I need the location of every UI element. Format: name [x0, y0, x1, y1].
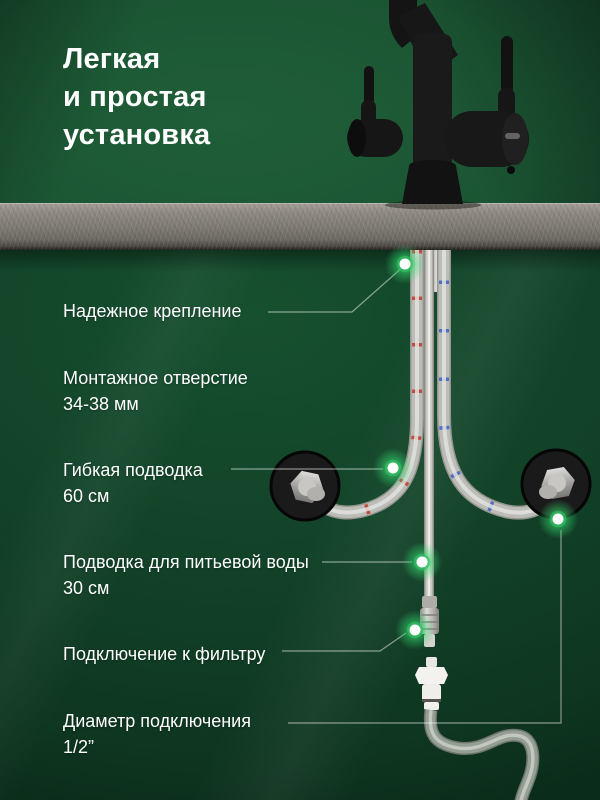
faucet-right-handle	[501, 36, 513, 94]
filter-hose	[423, 709, 540, 800]
callout-value: 34-38 мм	[63, 394, 139, 414]
indicator-dots	[373, 244, 578, 650]
callout-value: 30 см	[63, 578, 110, 598]
callout-connection-diameter: Диаметр подключения 1/2”	[63, 708, 251, 760]
callout-flexible-hose: Гибкая подводка 60 см	[63, 457, 203, 509]
countertop	[0, 203, 600, 250]
flexible-hose-hot	[306, 250, 424, 520]
callout-value: 60 см	[63, 486, 110, 506]
page-title-line-1: Легкая	[63, 43, 161, 75]
indicator-dot-mounting	[385, 244, 425, 284]
wall-outlet-left	[269, 450, 341, 522]
faucet-left-handle	[364, 66, 374, 106]
callout-line-mounting	[268, 265, 405, 313]
callout-mounting-hole: Монтажное отверстие 34-38 мм	[63, 365, 248, 417]
callout-drinking-water-hose: Подводка для питьевой воды 30 см	[63, 549, 309, 601]
faucet-base	[402, 160, 463, 204]
brand-logo	[505, 133, 520, 139]
indicator-dot-drinking-water	[402, 542, 442, 582]
faucet	[347, 0, 529, 204]
callout-label: Подводка для питьевой воды	[63, 552, 309, 572]
callout-secure-mounting: Надежное крепление	[63, 298, 242, 324]
indicator-dot-diameter	[538, 499, 578, 539]
callout-label: Монтажное отверстие	[63, 368, 248, 388]
indicator-dot-flexible-hose	[373, 448, 413, 488]
callout-label: Подключение к фильтру	[63, 644, 266, 664]
page-title-line-3: установка	[63, 119, 211, 151]
page-title-line-2: и простая	[63, 81, 207, 113]
indicator-dot-filter-connection	[395, 610, 435, 650]
callout-filter-connection: Подключение к фильтру	[63, 641, 265, 667]
page-title: Легкая и простая установка	[63, 40, 210, 154]
callout-label: Гибкая подводка	[63, 460, 203, 480]
wall-outlet-right	[520, 448, 592, 520]
callout-label: Надежное крепление	[63, 301, 242, 321]
callout-value: 1/2”	[63, 737, 95, 757]
callout-label: Диаметр подключения	[63, 711, 251, 731]
quick-connect-fitting	[415, 657, 448, 710]
callout-line-diameter	[288, 530, 562, 724]
callout-line-filter	[282, 632, 407, 652]
under-counter-wall	[0, 250, 600, 800]
